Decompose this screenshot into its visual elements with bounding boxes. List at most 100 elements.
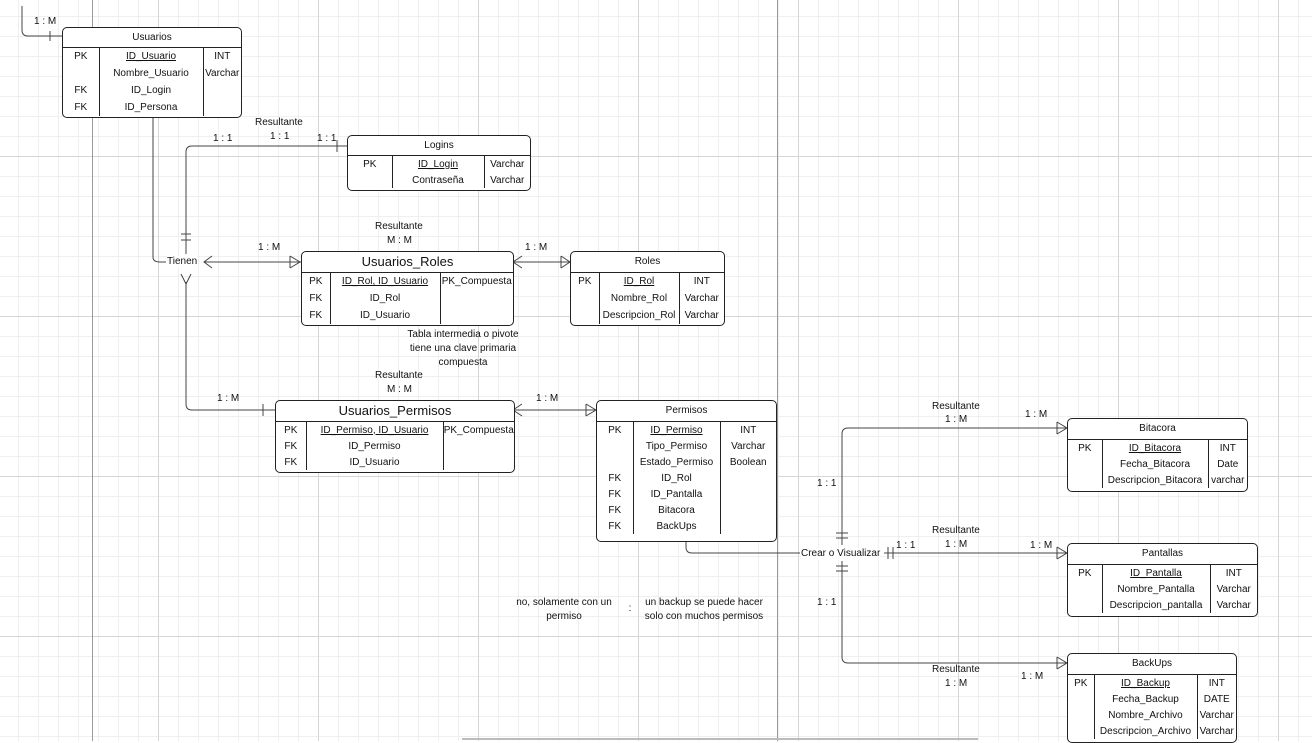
cardinality-label: 1 : M [1025,409,1048,420]
cardinality-label: 1 : 1 [896,540,916,551]
field-name: Bitacora [658,504,695,516]
cardinality-label: M : M [387,384,412,395]
key-cell [1068,691,1095,707]
cardinality-label: 1 : 1 [317,133,337,144]
key-cell: FK [302,290,331,307]
attribute-row: FK ID_Usuario [276,454,514,470]
entity-title: Usuarios_Roles [302,252,513,273]
key-cell: FK [63,82,100,99]
attribute-row: PK ID_Backup INT [1068,675,1236,691]
field-name: Nombre_Archivo [1108,709,1183,721]
note-separator: : [628,603,632,614]
cardinality-label: 1 : M [945,414,968,425]
key-cell: FK [597,470,634,486]
key-cell [597,454,634,470]
field-type [719,486,776,502]
pivot-table-note: Tabla intermedia o pivote tiene una clav… [407,329,519,368]
field-name: ID_Bitacora [1128,442,1182,454]
crear-visualizar-relationship: Crear o Visualizar [801,548,881,560]
key-cell [1068,581,1103,597]
key-cell [571,307,600,324]
key-cell: FK [597,486,634,502]
cardinality-label: 1 : M [525,242,548,253]
field-type: Varchar [678,290,724,307]
field-name: ID_Usuario [349,456,400,468]
field-type: PK_Compuesta [439,273,513,290]
field-name: ID_Pantalla [1130,567,1182,579]
rel-line-tienen-logins [185,145,347,254]
field-name: ID_Backup [1121,677,1170,689]
field-name: Nombre_Rol [610,293,668,304]
attribute-row: PK ID_Bitacora INT [1068,440,1247,456]
entity-title: Logins [348,136,530,156]
entity-title: Roles [571,252,724,273]
field-type: Boolean [719,454,776,470]
key-cell: PK [1068,440,1103,456]
cardinality-label: 1 : M [945,539,968,550]
field-type: INT [1196,675,1236,691]
field-type: Varchar [483,156,530,172]
rel-line-permisos-crear [685,541,800,554]
field-type: INT [678,273,724,290]
field-name: Descripcion_Archivo [1099,725,1192,737]
key-cell [1068,723,1095,739]
key-cell [63,65,100,82]
key-cell: PK [571,273,600,290]
resultante-label: Resultante [932,525,980,536]
field-name: ID_Pantalla [650,488,703,500]
key-cell: PK [302,273,331,290]
rel-line-crear-backups [841,561,1067,664]
key-cell: PK [1068,565,1103,581]
field-type: INT [1207,440,1247,456]
field-type: INT [719,422,776,438]
key-cell: PK [63,48,100,65]
rel-line-crear-bitacora [841,427,1067,545]
key-cell [571,290,600,307]
key-cell: FK [276,454,307,470]
attribute-row: FK ID_Pantalla [597,486,776,502]
field-name: Nombre_Pantalla [1117,583,1195,595]
cardinality-label: 1 : 1 [213,133,233,144]
resultante-label: Resultante [375,221,423,232]
entity-title: Usuarios [63,28,241,48]
key-cell: PK [1068,675,1095,691]
field-name: ID_Permiso [348,440,401,452]
key-cell [1068,472,1103,488]
field-name: ID_Usuario [359,310,411,321]
key-cell: FK [597,518,634,534]
resultante-label: Resultante [255,117,303,128]
field-type [719,502,776,518]
key-cell [597,438,634,454]
cardinality-label: 1 : 1 [270,131,290,142]
field-type [202,99,241,116]
field-name: ID_Permiso [650,424,703,436]
rel-line-tienen-usuarios-permisos [185,282,275,411]
field-name: Descripcion_Bitacora [1107,474,1203,486]
entity-title: Pantallas [1068,544,1257,565]
field-name: Nombre_Usuario [113,68,189,79]
key-cell: FK [63,99,100,116]
